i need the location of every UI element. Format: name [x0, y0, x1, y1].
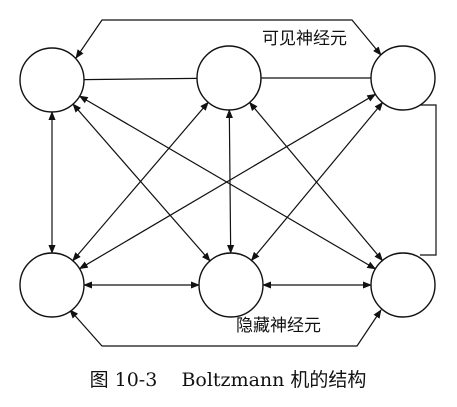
edge-v3-h2 — [250, 101, 384, 262]
hidden-neurons-label: 隐藏神经元 — [236, 316, 321, 336]
nodes-layer — [19, 45, 436, 318]
hidden-neuron-h1 — [19, 252, 85, 318]
edges-layer — [48, 19, 437, 347]
edge-v2-h2 — [225, 109, 235, 254]
edge-v3-h3 — [420, 104, 437, 256]
visible-neuron-v1 — [19, 47, 85, 113]
visible-neuron-v3 — [370, 45, 436, 111]
hidden-neuron-h3 — [370, 252, 436, 318]
hidden-neuron-h2 — [198, 252, 264, 318]
visible-neuron-v2 — [196, 45, 262, 111]
edge-v2-h1 — [72, 101, 209, 262]
figure-caption: 图 10-3 Boltzmann 机的结构 — [90, 369, 367, 391]
edge-v1-v3 — [75, 19, 382, 59]
edge-v1-v2 — [83, 77, 198, 81]
edge-h1-h3 — [69, 309, 382, 347]
visible-neurons-label: 可见神经元 — [262, 29, 347, 49]
edge-v1-h2 — [72, 103, 211, 262]
